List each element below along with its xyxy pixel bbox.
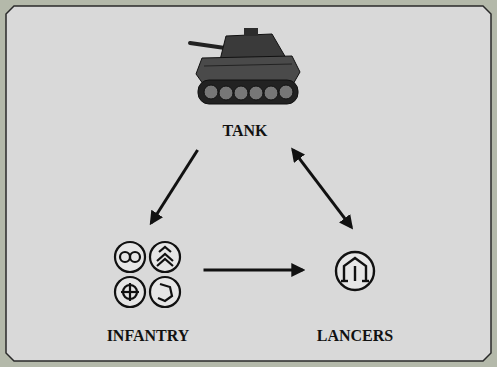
unit-label: LANCERS: [317, 326, 393, 346]
arrow-connector: [151, 150, 197, 223]
lancers-icon: [336, 252, 374, 290]
unit-node: LANCERS: [309, 232, 402, 350]
unit-node: INFANTRY: [99, 228, 198, 350]
tank-illustration: [190, 28, 300, 104]
infantry-icons: [115, 242, 180, 307]
unit-label: TANK: [222, 121, 267, 141]
unit-node: TANK: [197, 118, 293, 145]
panel: [6, 6, 491, 361]
arrow-connector: [204, 269, 303, 272]
arrow-connector: [293, 150, 352, 227]
unit-label: INFANTRY: [107, 326, 190, 346]
